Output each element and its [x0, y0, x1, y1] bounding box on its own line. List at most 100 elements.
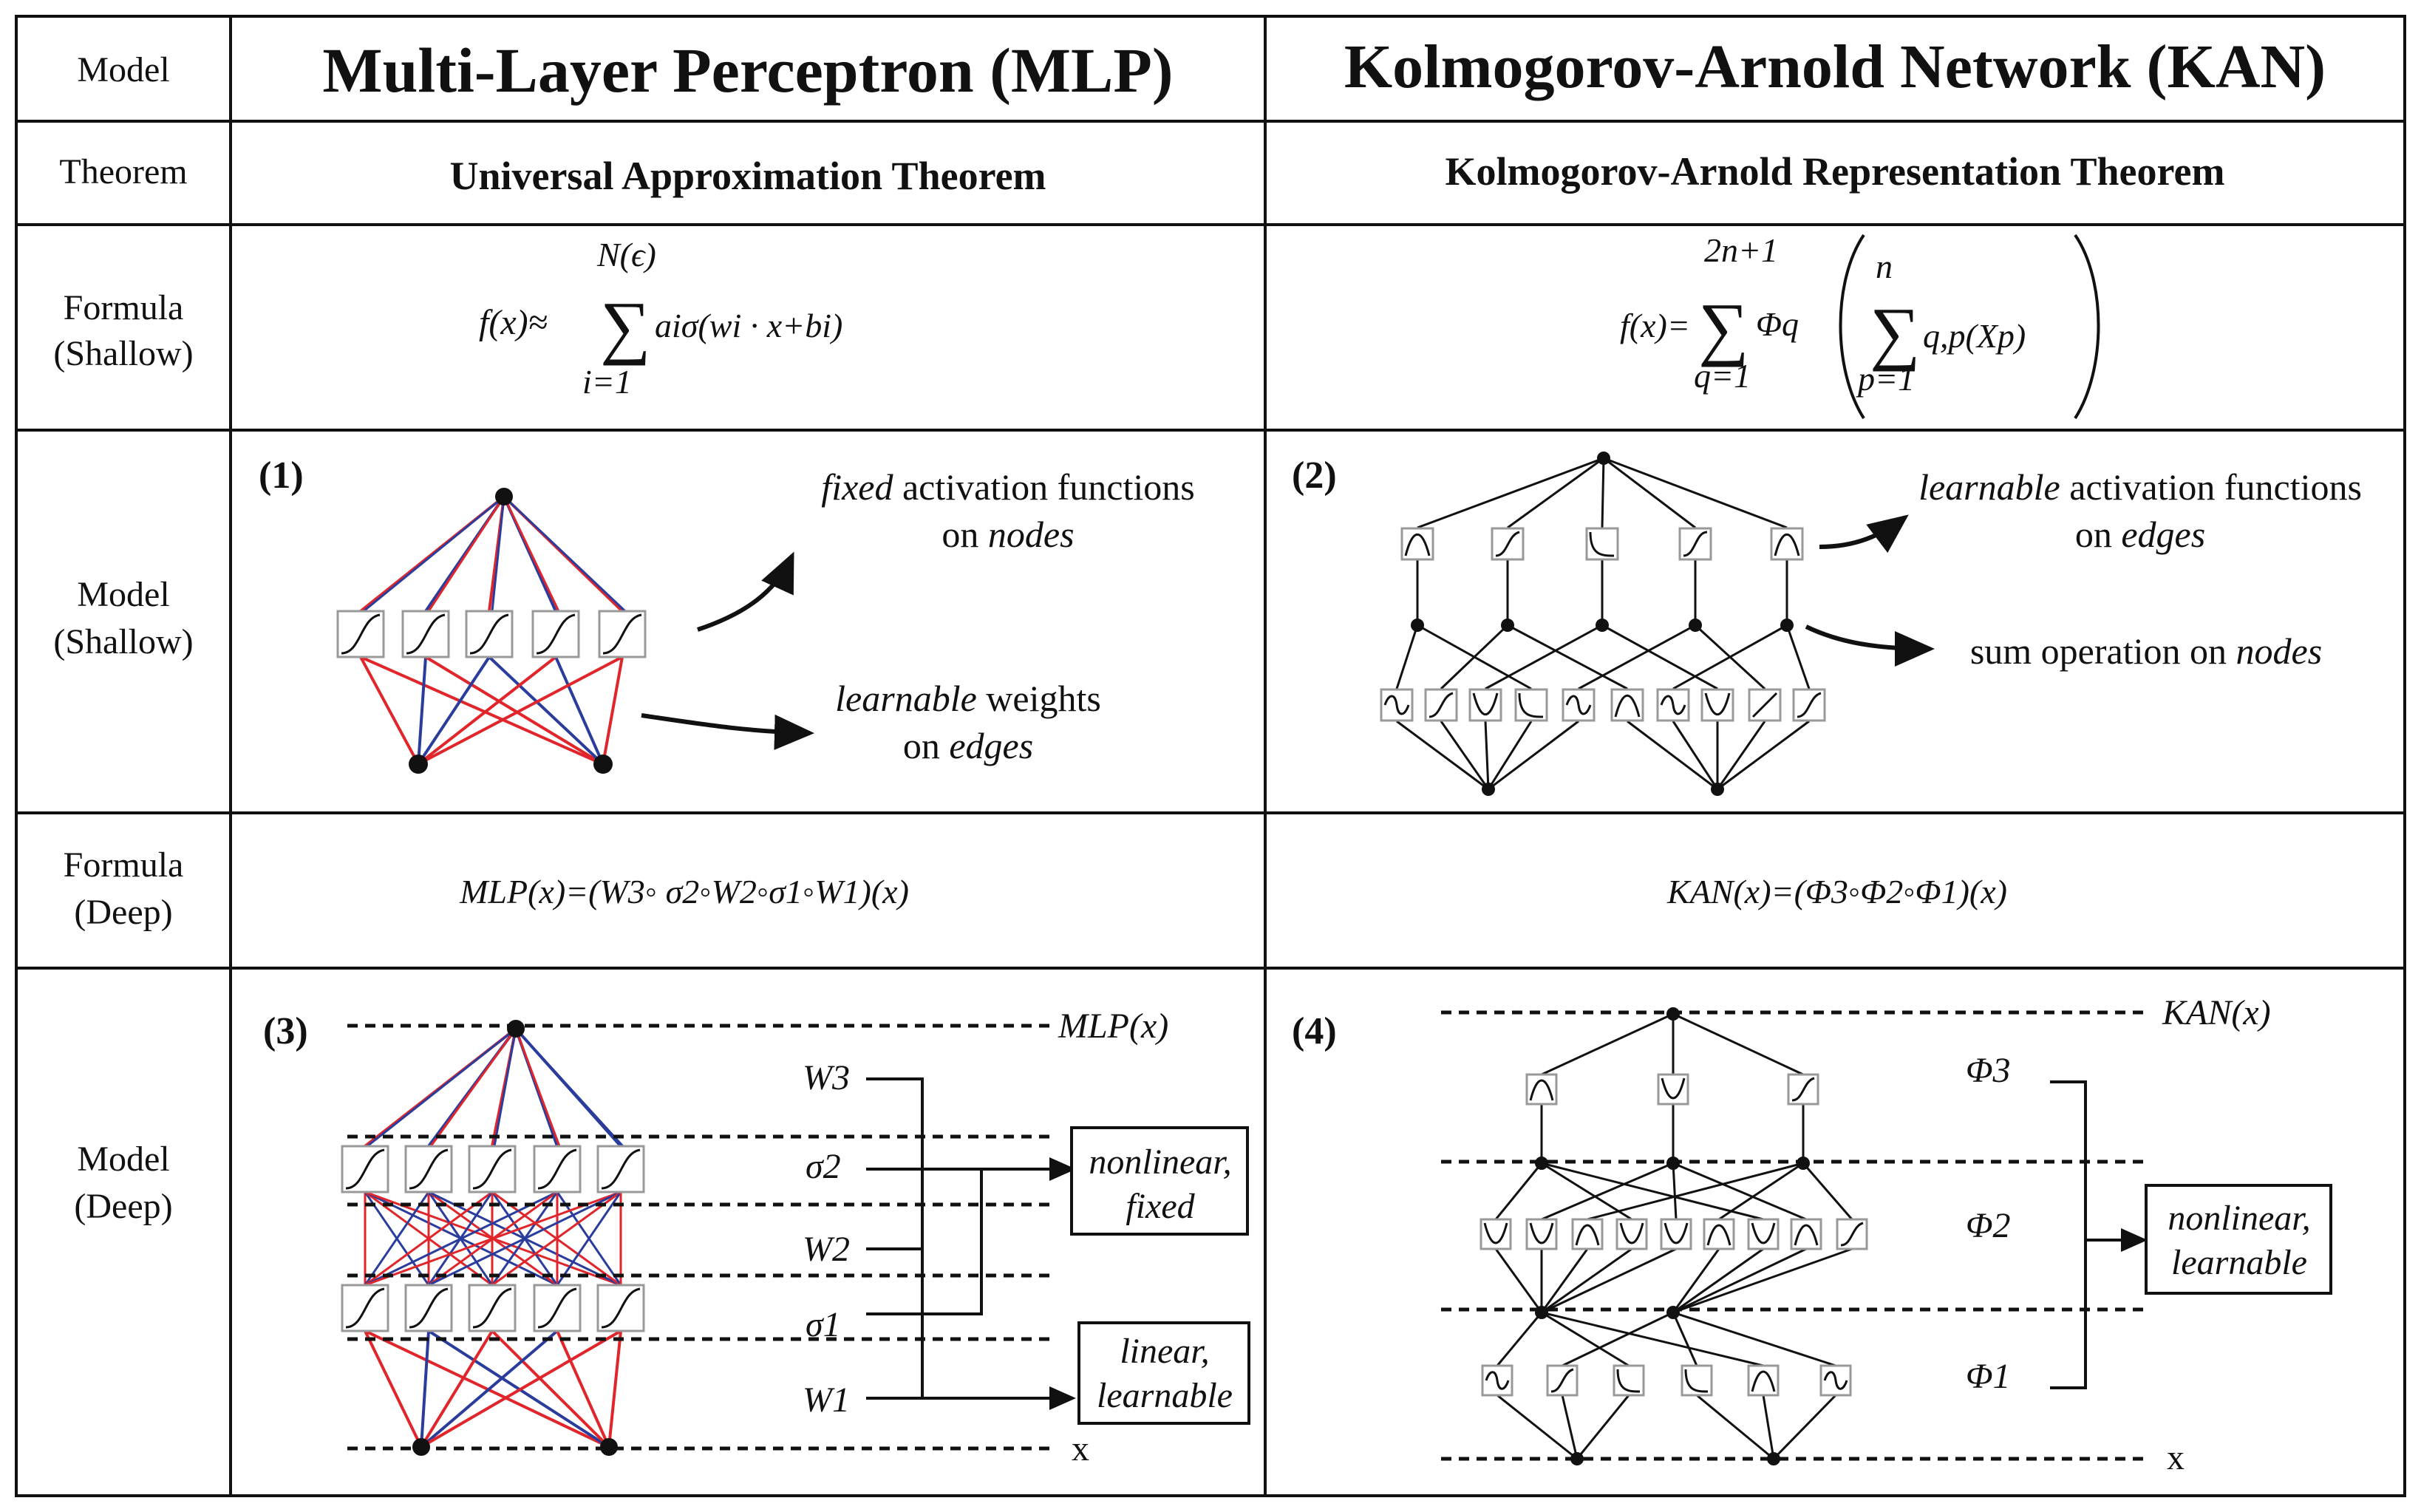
fixed-activation: [531, 610, 580, 658]
phi1-edge: [1672, 1311, 1836, 1367]
kan-right-paren: [2074, 234, 2100, 420]
learnable-activation: [1700, 688, 1734, 722]
weight-edge: [491, 1191, 622, 1287]
activation-curve: [409, 1148, 449, 1190]
weight-edge: [420, 1329, 559, 1448]
phi2-edge: [1718, 1162, 1804, 1221]
activation-curve: [469, 613, 509, 655]
mlp-box2-line1: linear,: [1120, 1332, 1209, 1371]
phi2-edge: [1672, 1247, 1807, 1314]
phi-edge-input: [1488, 720, 1579, 791]
phi-edge-out: [1601, 457, 1605, 528]
phi1-activation: [1481, 1364, 1513, 1397]
fixed-activation-sigma2: [341, 1145, 389, 1193]
phi-edge-input: [1487, 721, 1533, 790]
activation-curve: [1472, 692, 1499, 716]
kan-inner-upper-limit: n: [1876, 248, 1893, 285]
mlp-layer-label-w2: W2: [803, 1230, 850, 1269]
kan-title: Kolmogorov-Arnold Network (KAN): [1344, 33, 2326, 101]
activation-curve: [1575, 1224, 1600, 1246]
row-label-model-deep-sub: (Deep): [74, 1187, 172, 1226]
phi-edge-mid: [1395, 624, 1419, 689]
input-node: [1570, 1452, 1584, 1465]
panel-label-1: (1): [259, 454, 304, 497]
activation-curve: [1794, 1224, 1819, 1246]
panel-label-3: (3): [263, 1010, 308, 1052]
row-label-theorem: Theorem: [59, 152, 187, 191]
weight-edge: [514, 1028, 561, 1147]
phi2-edge: [1802, 1162, 1853, 1220]
mlp-sum-upper-limit: N(ϵ): [596, 236, 656, 273]
activation-curve: [1616, 1369, 1641, 1393]
weight-edge-out: [503, 495, 627, 613]
kan-deep-labels: KAN(x) x Φ3 Φ2 Φ1: [1966, 993, 2271, 1477]
phi-edge-input: [1440, 721, 1490, 790]
learnable-activation: [1610, 688, 1644, 722]
weight-edge: [514, 1027, 624, 1148]
activation-curve: [1614, 694, 1641, 718]
weight-edge-out: [363, 495, 505, 613]
phi2-edge: [1541, 1162, 1632, 1221]
kan-learnable-activation-arrow: [1819, 514, 1909, 554]
row-label-model-shallow-sub: (Shallow): [53, 622, 193, 661]
weight-edge: [364, 1191, 493, 1287]
weight-edge: [493, 1028, 517, 1147]
phi2-edge: [1541, 1162, 1674, 1221]
mlp-box1-line1: nonlinear,: [1089, 1142, 1231, 1182]
kan-deep-diagram: [1480, 1007, 1868, 1465]
learnable-activation: [1678, 527, 1712, 561]
fixed-activation: [598, 610, 647, 658]
phi-edge-input: [1716, 721, 1766, 790]
kan-deep-input-label: x: [2167, 1438, 2185, 1477]
activation-curve: [602, 613, 642, 655]
phi3-edge: [1672, 1012, 1804, 1076]
fixed-activation-sigma2: [533, 1145, 582, 1193]
fixed-activation-sigma1: [341, 1284, 389, 1332]
activation-curve: [1823, 1371, 1848, 1390]
activation-curve: [1404, 533, 1431, 556]
phi1-activation: [1819, 1364, 1852, 1397]
weight-edge: [428, 1191, 622, 1287]
mlp-layer-label-sigma1: σ1: [806, 1305, 841, 1344]
phi2-activation: [1836, 1218, 1868, 1250]
weight-edge: [420, 1329, 622, 1448]
sum-node: [1411, 619, 1424, 632]
weight-edge-in: [359, 656, 420, 765]
activation-curve: [1550, 1368, 1574, 1393]
phi-edge-input: [1484, 721, 1490, 790]
phi2-edge: [1541, 1247, 1632, 1314]
phi2-activation: [1747, 1218, 1780, 1250]
weight-edge: [556, 1191, 622, 1286]
mlp-learnable-note-line1: learnable weights: [835, 678, 1101, 719]
mlp-formula-body: aiσ(wi · x+bi): [655, 307, 842, 344]
mlp-shallow-diagram: [336, 488, 647, 774]
input-node: [1711, 783, 1724, 796]
learnable-activation: [1380, 688, 1414, 722]
mlp-box2-line2: learnable: [1097, 1376, 1233, 1415]
kan-sum-note: sum operation on nodes: [1970, 630, 2322, 672]
phi2-edge: [1541, 1247, 1677, 1314]
activation-curve: [1660, 695, 1686, 715]
mlp-fixed-note-line1: fixed activation functions: [821, 466, 1194, 508]
phi-edge-mid: [1672, 624, 1788, 690]
learnable-activation: [1748, 688, 1782, 722]
activation-curve: [1774, 533, 1800, 556]
kan-sum-node-arrow: [1805, 624, 1935, 667]
kan-learnable-note-line2: on edges: [2075, 514, 2205, 555]
kan-box-line2: learnable: [2171, 1243, 2307, 1282]
mlp-learnable-weight-arrow: [641, 713, 814, 750]
kan-outer-lower-limit: q=1: [1694, 357, 1751, 395]
mlp-learnable-note-line2: on edges: [903, 725, 1033, 766]
fixed-activation-sigma2: [468, 1145, 517, 1193]
fixed-activation: [401, 610, 450, 658]
weight-edge-in: [602, 656, 624, 765]
kan-deep-output-label: KAN(x): [2162, 993, 2271, 1032]
activation-curve: [1619, 1222, 1644, 1244]
fixed-activation-sigma1: [596, 1284, 645, 1332]
weight-edge-in: [488, 655, 605, 766]
weight-edge: [364, 1191, 430, 1286]
phi1-edge: [1496, 1394, 1578, 1460]
mlp-layer-label-w1: W1: [803, 1380, 850, 1420]
activation-curve: [1706, 1224, 1732, 1246]
